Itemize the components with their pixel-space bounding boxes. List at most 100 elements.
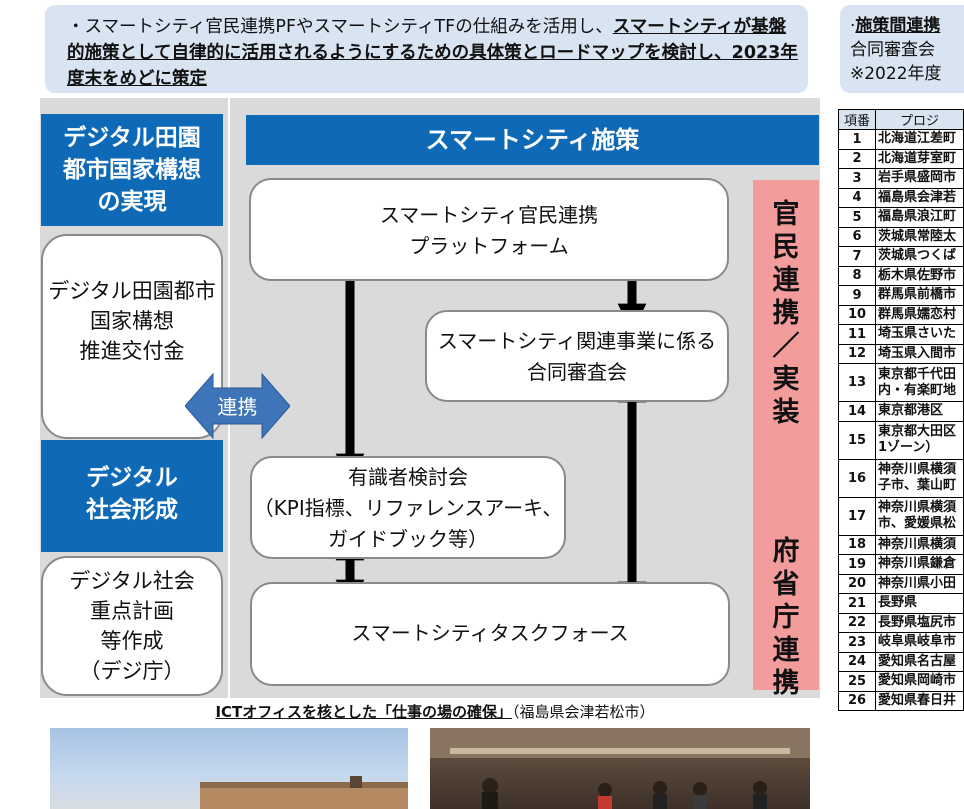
row-number: 13 [838, 363, 876, 402]
row-project-name: 神奈川県横須 [875, 534, 964, 555]
header-line: デジタル田園 [63, 125, 201, 151]
row-number: 12 [838, 343, 876, 364]
project-name-line: 東京都港区 [878, 403, 944, 419]
summary-banner: ・スマートシティ官民連携PFやスマートシティTFの仕組みを活用し、スマートシティ… [45, 5, 808, 93]
project-name-line: 北海道芽室町 [878, 150, 957, 166]
row-number: 1 [838, 129, 876, 150]
row-number: 6 [838, 226, 876, 247]
project-name-line: 福島県会津若 [878, 189, 957, 205]
box-line: プラットフォーム [409, 234, 569, 258]
project-name-line: 神奈川県横須 [878, 462, 957, 477]
box-line: 有識者検討会 [348, 465, 468, 489]
office-building-photo [50, 728, 408, 809]
row-project-name: 福島県会津若 [875, 187, 964, 208]
row-project-name: 茨城県常陸太 [875, 226, 964, 247]
project-name-line: 愛知県岡崎市 [878, 673, 957, 689]
row-project-name: 北海道芽室町 [875, 148, 964, 169]
row-number: 23 [838, 632, 876, 653]
project-name-line: 栃木県佐野市 [878, 267, 957, 283]
row-number: 24 [838, 651, 876, 672]
renkei-label: 連携 [218, 395, 258, 419]
row-project-name: 岩手県盛岡市 [875, 168, 964, 189]
right-banner: ·施策間連携 合同審査会 ※2022年度 [840, 5, 964, 93]
header-line: デジタル [86, 465, 178, 491]
project-name-line: 岩手県盛岡市 [878, 170, 957, 186]
project-name-line: 長野県塩尻市 [878, 614, 957, 630]
project-name-line: 愛知県名古屋 [878, 653, 957, 669]
side-label-char: 庁 [772, 602, 800, 633]
row-project-name: 埼玉県さいた [875, 324, 964, 345]
right-banner-line3: ※2022年度 [850, 64, 942, 84]
box-line: スマートシティ関連事業に係る [437, 329, 717, 353]
box-line: 合同審査会 [527, 360, 627, 384]
side-label-char: 民 [772, 232, 800, 263]
project-name-line: 市、愛媛県松 [878, 516, 957, 531]
row-number: 20 [838, 573, 876, 594]
box-line: 推進交付金 [79, 339, 185, 363]
caption-location: （福島県会津若松市） [512, 703, 655, 721]
row-project-name: 愛知県名古屋 [875, 651, 964, 672]
row-project-name: 愛知県春日井 [875, 690, 964, 711]
row-number: 3 [838, 168, 876, 189]
project-name-line: 埼玉県さいた [878, 326, 957, 342]
digital-garden-city-header: デジタル田園 都市国家構想 の実現 [41, 114, 223, 226]
side-label-char: 装 [772, 397, 800, 428]
row-number: 8 [838, 265, 876, 286]
header-line: の実現 [97, 189, 167, 215]
banner-text: ・スマートシティ官民連携PFやスマートシティTFの仕組みを活用し、 [67, 17, 613, 37]
box-line: 等作成 [100, 629, 164, 653]
project-name-line: 群馬県前橋市 [878, 287, 957, 303]
row-number: 5 [838, 207, 876, 228]
row-project-name: 神奈川県横須子市、葉山町 [875, 458, 964, 498]
row-project-name: 群馬県前橋市 [875, 285, 964, 306]
row-project-name: 神奈川県横須市、愛媛県松 [875, 496, 964, 536]
box-line: 重点計画 [90, 599, 174, 623]
row-project-name: 栃木県佐野市 [875, 265, 964, 286]
row-number: 16 [838, 458, 876, 498]
row-project-name: 東京都千代田内・有楽町地 [875, 363, 964, 402]
row-project-name: 岐阜県岐阜市 [875, 632, 964, 653]
row-number: 19 [838, 554, 876, 575]
row-number: 11 [838, 324, 876, 345]
box-line: スマートシティ官民連携 [379, 203, 599, 227]
side-label-char: 省 [772, 569, 800, 600]
row-project-name: 愛知県岡崎市 [875, 671, 964, 692]
project-name-line: 東京都千代田 [878, 366, 957, 382]
public-private-platform-box: スマートシティ官民連携 プラットフォーム [249, 178, 729, 281]
row-project-name: 埼玉県入間市 [875, 343, 964, 364]
row-number: 2 [838, 148, 876, 169]
side-label-char: 実 [772, 364, 800, 395]
project-name-line: 子市、葉山町 [878, 478, 957, 493]
side-label-char: 携 [772, 668, 800, 699]
expert-committee-box: 有識者検討会 （KPI指標、リファレンスアーキ、 ガイドブック等） [250, 456, 566, 559]
row-number: 17 [838, 496, 876, 536]
project-name-line: 長野県 [878, 595, 918, 611]
header-line: 都市国家構想 [63, 157, 201, 183]
box-line: デジタル社会 [69, 569, 195, 593]
project-name-line: 東京都大田区 [878, 424, 957, 439]
row-number: 21 [838, 593, 876, 614]
row-number: 4 [838, 187, 876, 208]
